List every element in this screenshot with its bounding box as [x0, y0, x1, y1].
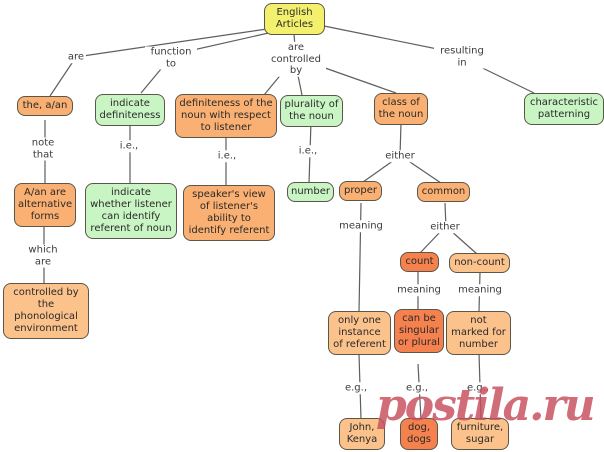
node-count: count — [400, 252, 439, 272]
edge-label-ie-definiteness: i.e., — [117, 140, 141, 152]
node-non-count: non-count — [449, 253, 510, 273]
node-speakers-view: speaker's view of listener's ability to … — [183, 185, 275, 241]
node-only-one-instance: only one instance of referent — [328, 311, 391, 355]
node-number: number — [287, 182, 334, 202]
edge-label-either-class: either — [383, 150, 417, 162]
node-controlled-by-phonological: controlled by the phonological environme… — [3, 283, 89, 339]
edge-label-eg-non-count: e.g., — [464, 382, 492, 394]
node-definiteness-of-noun: definiteness of the noun with respect to… — [175, 94, 277, 138]
edge-label-function-to: function to — [145, 46, 197, 70]
node-indicate-definiteness: indicate definiteness — [95, 94, 165, 126]
edge-label-meaning-non-count: meaning — [456, 284, 504, 296]
edge-label-eg-proper: e.g., — [342, 382, 370, 394]
node-indicate-whether-listener: indicate whether listener can identify r… — [85, 183, 177, 239]
node-class-of-noun: class of the noun — [374, 93, 428, 125]
edge-label-are-controlled-by: are controlled by — [266, 41, 326, 77]
watermark-postila-ru: postila.ru — [376, 380, 596, 431]
node-john-kenya: John, Kenya — [339, 418, 385, 450]
node-the-a-an: the, a/an — [17, 96, 73, 116]
node-not-marked-for-number: not marked for number — [446, 311, 511, 355]
node-dog-dogs: dog, dogs — [400, 418, 438, 450]
node-english-articles: English Articles — [264, 3, 325, 35]
node-common: common — [417, 182, 470, 202]
node-characteristic-patterning: characteristic patterning — [524, 93, 604, 125]
edge-label-resulting-in: resulting in — [434, 45, 490, 69]
node-can-be-singular-or-plural: can be singular or plural — [394, 309, 444, 353]
edge-label-which-are: which are — [22, 244, 64, 268]
edge-label-either-common: either — [428, 221, 462, 233]
edge-label-ie-referent: i.e., — [215, 150, 239, 162]
node-proper: proper — [339, 181, 382, 201]
edge-label-are: are — [65, 51, 87, 63]
edge-label-note-that: note that — [25, 137, 61, 161]
edge-label-meaning-count: meaning — [395, 284, 443, 296]
edge-label-eg-count: e.g., — [403, 382, 431, 394]
node-a-an-alternative-forms: A/an are alternative forms — [14, 183, 76, 227]
edge-label-ie-number: i.e., — [296, 145, 320, 157]
node-furniture-sugar: furniture, sugar — [451, 418, 509, 450]
edge-label-meaning-proper: meaning — [337, 220, 385, 232]
node-plurality-of-noun: plurality of the noun — [280, 95, 343, 127]
